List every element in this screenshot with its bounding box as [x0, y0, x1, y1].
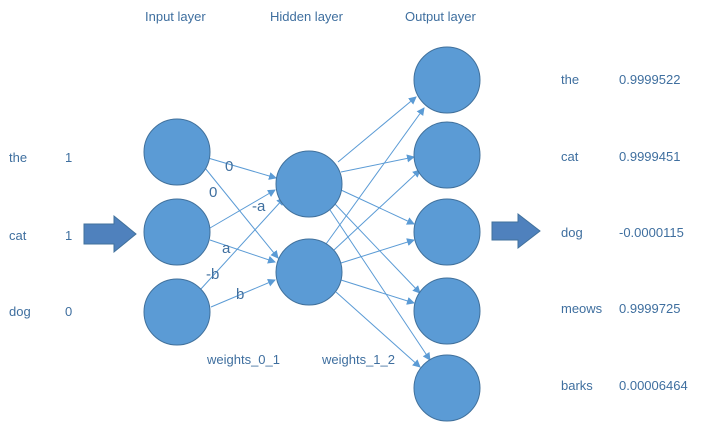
output-layer-title: Output layer [405, 9, 476, 24]
edge-h2-the [325, 107, 425, 245]
hidden-node-2 [275, 238, 343, 306]
output-word-the: the [561, 72, 579, 87]
edge-h1-cat [340, 154, 415, 173]
input-value-cat: 1 [65, 228, 72, 243]
weight-label-dog-h2: b [236, 286, 244, 303]
output-value-meows: 0.9999725 [619, 301, 680, 316]
weight-labels-0-1: 0 0 -a a -b b [206, 158, 266, 303]
edge-h2-dog [340, 238, 415, 264]
output-word-dog: dog [561, 225, 583, 240]
output-arrow-icon [491, 212, 541, 250]
output-word-cat: cat [561, 149, 579, 164]
input-word-dog: dog [9, 304, 31, 319]
output-node-barks [413, 354, 481, 422]
edge-h1-meows [334, 203, 421, 294]
edges-hidden-output [325, 96, 431, 368]
weight-label-dog-h1: -b [206, 266, 219, 283]
input-value-dog: 0 [65, 304, 72, 319]
edge-h1-dog [340, 189, 415, 225]
edge-h2-meows [340, 279, 415, 305]
input-labels: the 1 cat 1 dog 0 [9, 150, 72, 319]
output-word-barks: barks [561, 378, 593, 393]
weight-label-cat-h2: a [222, 240, 231, 257]
input-word-cat: cat [9, 228, 27, 243]
input-arrow-icon [83, 214, 137, 254]
edge-the-h2 [204, 167, 279, 259]
output-node-cat [413, 121, 481, 189]
input-layer-title: Input layer [145, 9, 206, 24]
output-labels: the 0.9999522 cat 0.9999451 dog -0.00001… [561, 72, 688, 393]
edges-input-hidden [199, 157, 285, 308]
output-value-barks: 0.00006464 [619, 378, 688, 393]
output-word-meows: meows [561, 301, 603, 316]
edge-h1-the [337, 96, 417, 163]
output-value-cat: 0.9999451 [619, 149, 680, 164]
input-node-cat [143, 198, 211, 266]
weight-label-the-h1: 0 [225, 158, 233, 175]
edge-cat-h2 [209, 239, 276, 264]
hidden-node-1 [275, 150, 343, 218]
input-node-the [143, 118, 211, 186]
edge-dog-h1 [199, 197, 285, 291]
output-value-dog: -0.0000115 [619, 225, 684, 240]
weight-label-the-h2: 0 [209, 184, 217, 201]
output-node-dog [413, 198, 481, 266]
edge-h2-barks [335, 291, 421, 368]
edge-h1-barks [329, 209, 431, 361]
weights-0-1-label: weights_0_1 [206, 352, 280, 367]
input-nodes [143, 118, 211, 346]
input-word-the: the [9, 150, 27, 165]
output-node-the [413, 46, 481, 114]
output-value-the: 0.9999522 [619, 72, 680, 87]
weights-1-2-label: weights_1_2 [321, 352, 395, 367]
edge-dog-h2 [210, 279, 276, 308]
hidden-nodes [275, 150, 343, 306]
edge-the-h1 [207, 157, 277, 180]
edge-cat-h1 [209, 189, 276, 229]
input-value-the: 1 [65, 150, 72, 165]
weight-label-cat-h1: -a [252, 198, 266, 215]
output-nodes [413, 46, 481, 422]
input-node-dog [143, 278, 211, 346]
edge-h2-cat [333, 169, 421, 251]
hidden-layer-title: Hidden layer [270, 9, 344, 24]
output-node-meows [413, 277, 481, 345]
